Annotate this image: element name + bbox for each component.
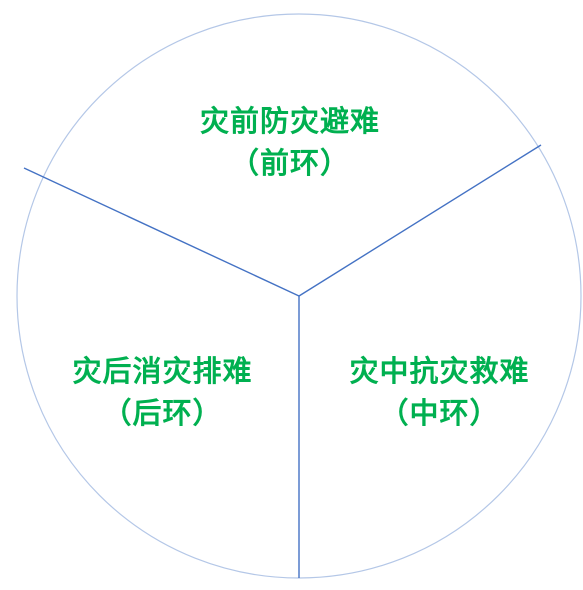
sector-label-top: 灾前防灾避难 （前环） bbox=[170, 100, 410, 184]
sector-left-subtitle: （后环） bbox=[102, 396, 223, 430]
divider-line-upper-right bbox=[298, 144, 542, 297]
sector-top-title: 灾前防灾避难 bbox=[199, 104, 380, 138]
divider-line-upper-left bbox=[23, 167, 300, 297]
sector-top-subtitle: （前环） bbox=[229, 146, 350, 180]
sector-label-left: 灾后消灾排难 （后环） bbox=[45, 350, 280, 434]
sector-right-title: 灾中抗灾救难 bbox=[349, 354, 530, 388]
sector-left-title: 灾后消灾排难 bbox=[72, 354, 253, 388]
sector-label-right: 灾中抗灾救难 （中环） bbox=[322, 350, 557, 434]
sector-right-subtitle: （中环） bbox=[379, 396, 500, 430]
